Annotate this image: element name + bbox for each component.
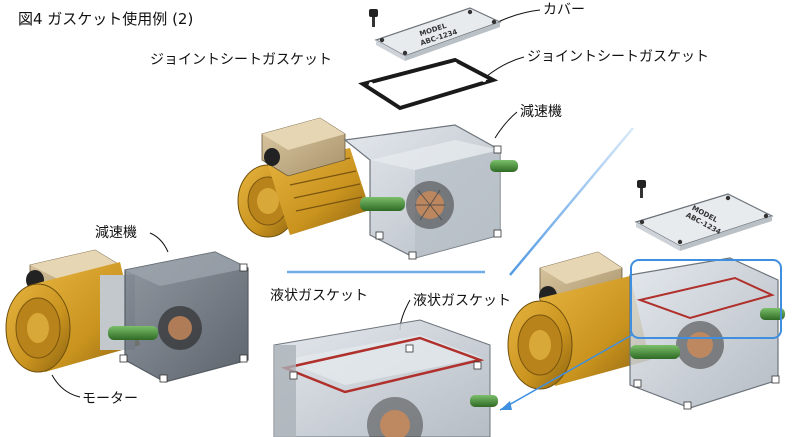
joint-sheet-gasket: [358, 57, 499, 111]
label-liquid-gasket-left: 液状ガスケット: [270, 288, 368, 304]
leader-joint-sheet-gasket-right: [486, 56, 525, 77]
leader-reducer-top: [494, 111, 518, 139]
label-cover: カバー: [543, 2, 585, 18]
leader-cover: [497, 9, 541, 23]
label-liquid-gasket-center: 液状ガスケット: [413, 293, 511, 309]
reducer-housing-top: [343, 124, 518, 260]
highlight-frame: [630, 259, 782, 339]
left-assembly: [5, 249, 249, 383]
top-assembly: MODEL ABC-1234: [237, 7, 518, 260]
screw-icon: [637, 180, 646, 198]
motor-top: [237, 117, 370, 238]
label-reducer-top: 減速機: [520, 104, 562, 120]
connector-lines: [287, 127, 634, 411]
screw-icon: [369, 9, 378, 27]
label-joint-sheet-gasket-left: ジョイントシートガスケット: [150, 52, 332, 68]
right-assembly: MODEL ABC-1234: [507, 180, 785, 410]
label-motor: モーター: [82, 391, 138, 407]
figure-title: 図4 ガスケット使用例 (2): [18, 10, 194, 28]
cover-plate-right: MODEL ABC-1234: [634, 193, 774, 251]
liquid-gasket-closeup: [273, 319, 498, 437]
label-reducer-left: 減速機: [95, 225, 137, 241]
label-joint-sheet-gasket-right: ジョイントシートガスケット: [527, 49, 709, 65]
leader-lines: [51, 9, 541, 398]
leader-motor: [51, 374, 81, 398]
leader-reducer-left: [149, 232, 169, 253]
cover-plate-top: MODEL ABC-1234: [374, 7, 502, 61]
